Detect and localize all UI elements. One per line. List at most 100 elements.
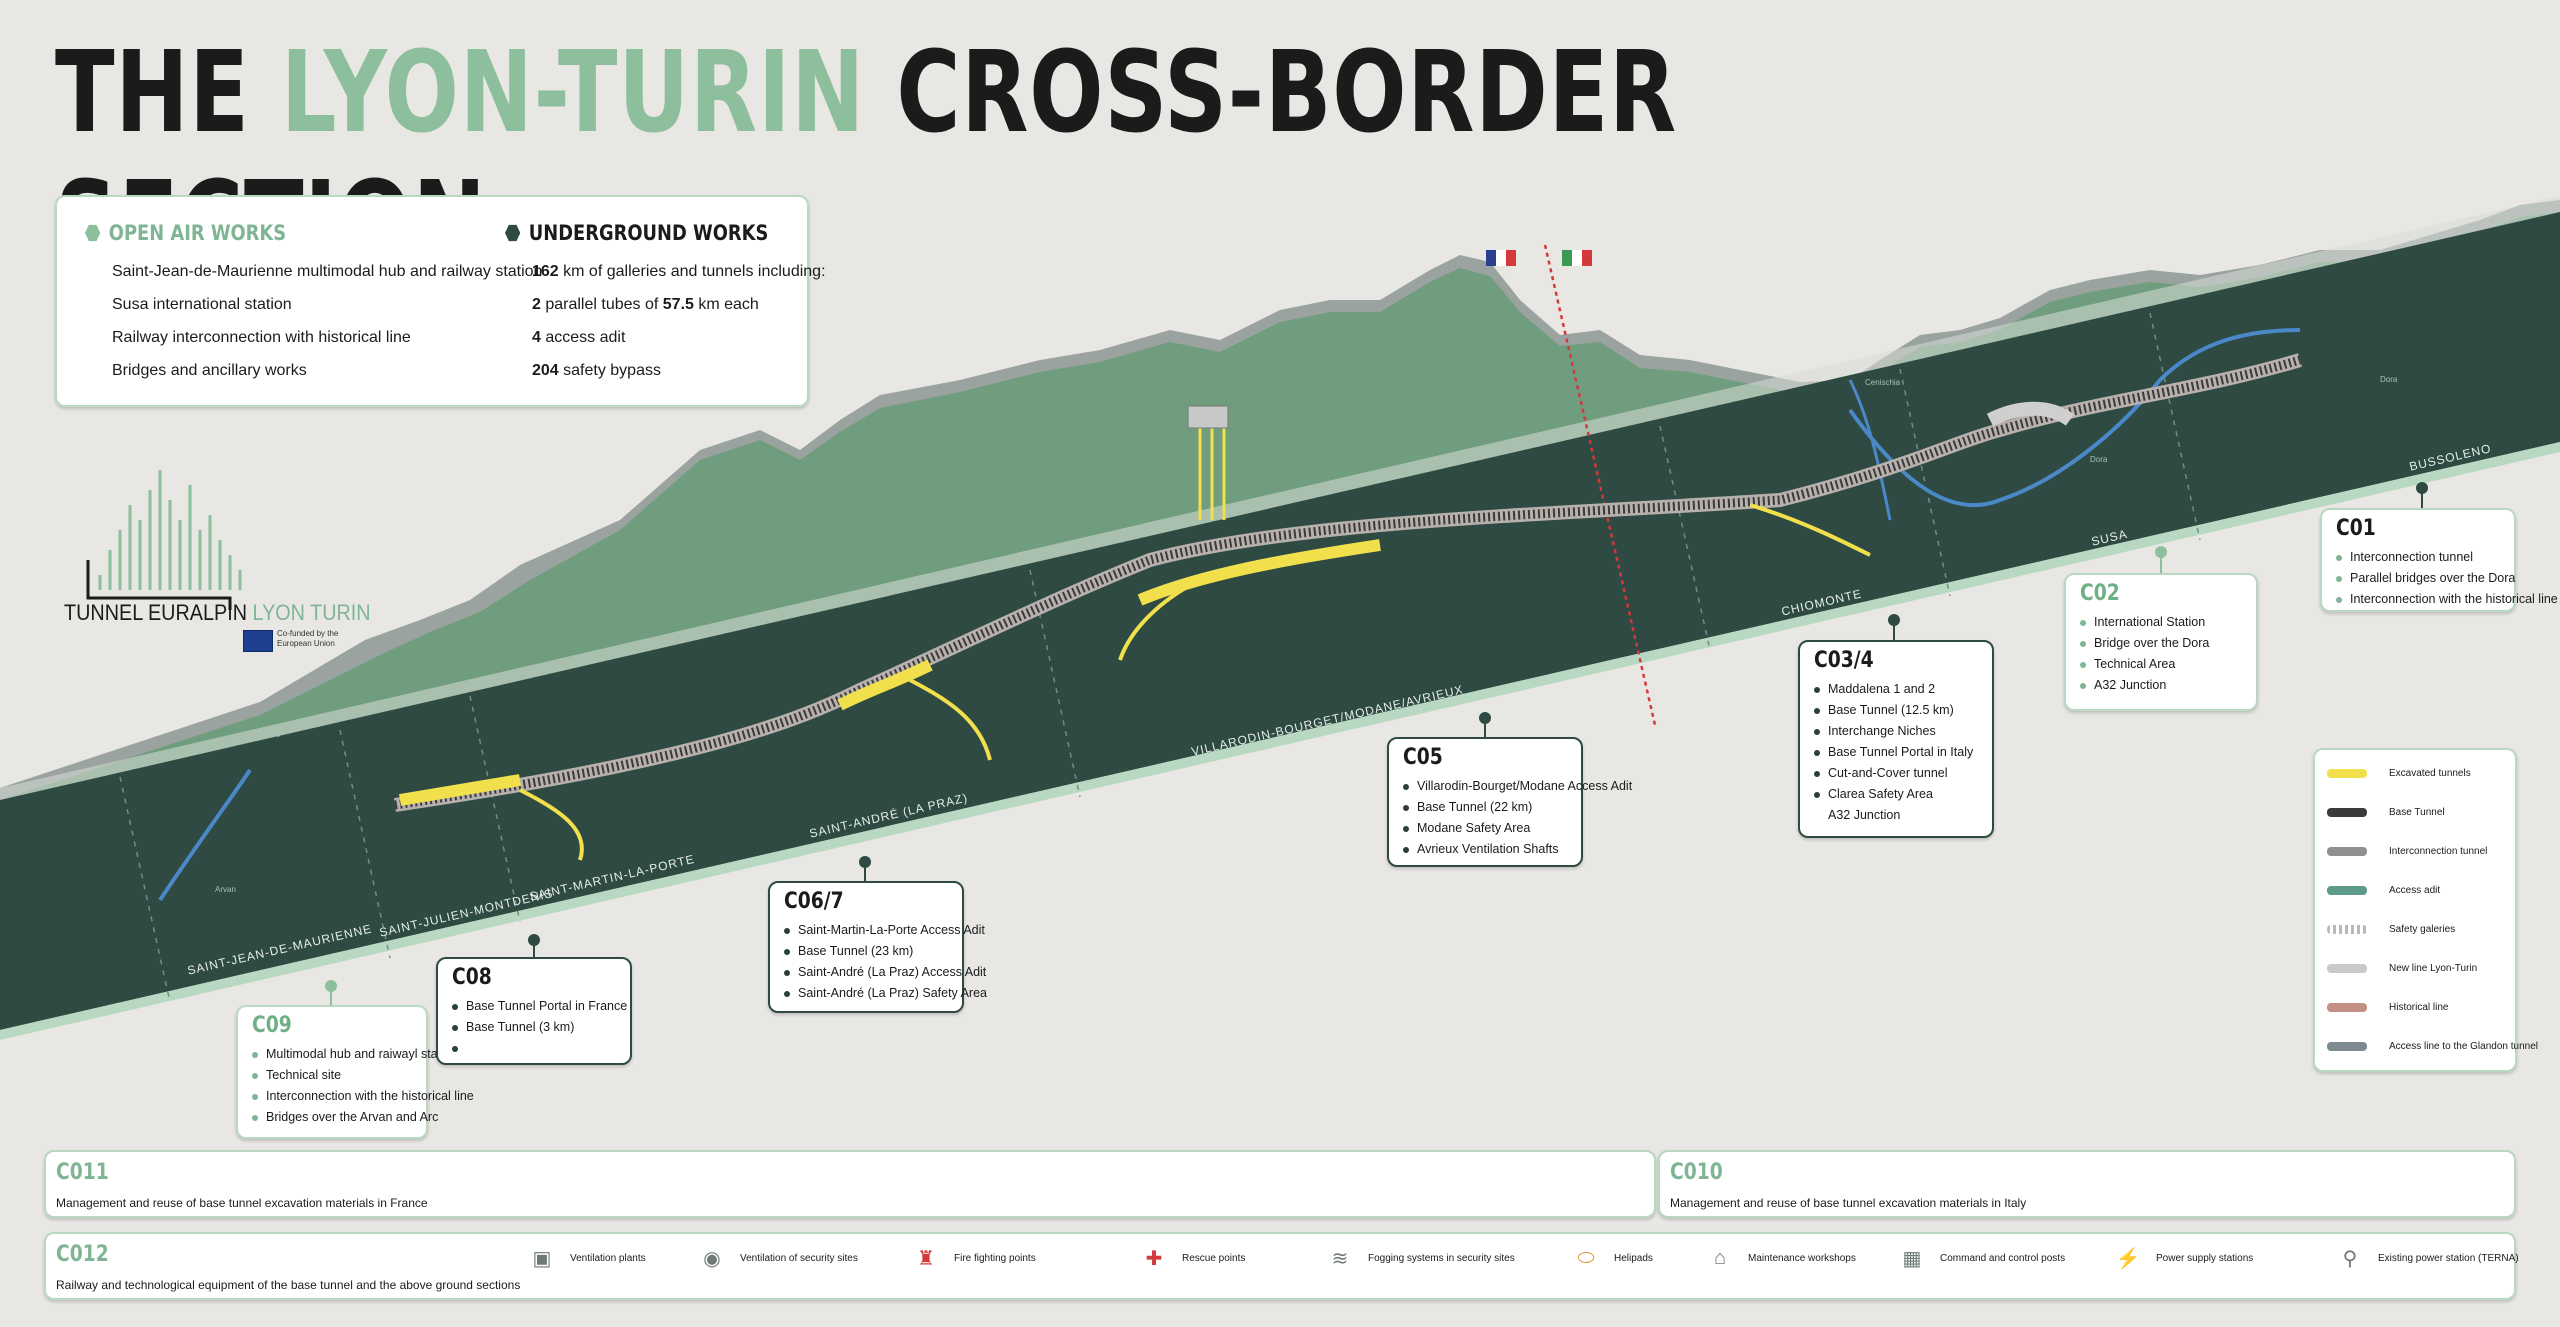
ventilation-shaft-top	[1187, 405, 1229, 429]
open-air-works: OPEN AIR WORKS Saint-Jean-de-Maurienne m…	[85, 221, 542, 387]
lot-item: Base Tunnel Portal in France	[452, 996, 630, 1017]
access-adit-maddalena	[1749, 503, 1871, 557]
lot-item: Bridge over the Dora	[2080, 633, 2256, 654]
equipment-item: ▦Command and control posts	[1898, 1244, 2066, 1272]
lot-stem	[533, 940, 535, 960]
lot-description: Railway and technological equipment of t…	[56, 1278, 521, 1292]
lot-item: Base Tunnel (23 km)	[784, 941, 962, 962]
lot-item: Saint-André (La Praz) Safety Area	[784, 983, 987, 1004]
access-adit-swatch	[2327, 886, 2367, 895]
lot-code: C010	[1670, 1160, 1723, 1185]
eu-flag-icon	[243, 630, 273, 652]
underground-item: 204 safety bypass	[532, 362, 661, 379]
excavated-tunnel-stjulien	[399, 774, 521, 806]
equipment-item: ✚Rescue points	[1140, 1244, 1246, 1272]
lot-c02: C02 International Station Bridge over th…	[2064, 573, 2258, 711]
access-adit-modane	[1118, 578, 1201, 661]
works-summary-box: OPEN AIR WORKS Saint-Jean-de-Maurienne m…	[55, 195, 826, 407]
open-air-item: Saint-Jean-de-Maurienne multimodal hub a…	[112, 263, 543, 280]
lot-marker-icon	[2155, 546, 2167, 558]
flag-italy-icon	[1562, 250, 1592, 266]
fan-icon: ▣	[532, 1247, 552, 1270]
territory-band	[0, 212, 2560, 1030]
susa-station	[1986, 401, 2075, 427]
logo-text-right: LYON TURIN	[252, 600, 371, 625]
eu-cofunded-note: Co-funded by the European Union	[277, 629, 339, 648]
open-air-item: Railway interconnection with historical …	[112, 329, 411, 346]
lot-item: Clarea Safety Area	[1814, 784, 1992, 805]
lot-code: C09	[252, 1013, 292, 1038]
lot-item: Base Tunnel Portal in Italy	[1814, 742, 1992, 763]
glandon-access-swatch	[2327, 1042, 2367, 1051]
river-cenischia	[1848, 379, 1892, 521]
lot-c012: C012 Railway and technological equipment…	[44, 1232, 2516, 1300]
lot-stem	[864, 862, 866, 884]
lot-c05: C05 Villarodin-Bourget/Modane Access Adi…	[1387, 737, 1632, 867]
lot-item: Parallel bridges over the Dora	[2336, 568, 2515, 589]
lot-marker-icon	[528, 934, 540, 946]
access-adit-lapraz	[899, 673, 992, 761]
map-label-arc: Arc	[268, 730, 280, 739]
excavated-tunnel-modane	[1137, 539, 1381, 606]
workshop-icon: ⌂	[1713, 1246, 1727, 1269]
lot-c03-4: C03/4 Maddalena 1 and 2 Base Tunnel (12.…	[1798, 640, 1994, 838]
power-supply-icon: ⚡	[2115, 1247, 2141, 1270]
title-accent: LYON-TURIN	[280, 28, 866, 158]
equipment-item: ≋Fogging systems in security sites	[1326, 1244, 1515, 1272]
lot-item: Base Tunnel (3 km)	[452, 1017, 630, 1038]
lot-code: C06/7	[784, 889, 844, 914]
rescue-icon: ✚	[1145, 1247, 1163, 1270]
power-pylon-icon: ⚲	[2342, 1247, 2358, 1270]
lot-item: Bridges over the Arvan and Arc	[252, 1107, 438, 1128]
lot-item: Interconnection with the historical line	[252, 1086, 474, 1107]
legend-item: Historical line	[2327, 1002, 2448, 1013]
lot-description: Management and reuse of base tunnel exca…	[1670, 1196, 2027, 1210]
lot-code: C012	[56, 1242, 109, 1267]
france-italy-border	[1543, 244, 1657, 726]
hexagon-icon	[85, 224, 101, 242]
legend-item: New line Lyon-Turin	[2327, 963, 2477, 974]
band-edge	[0, 442, 2560, 1040]
lot-code: C03/4	[1814, 648, 1874, 673]
lot-item: Interconnection with the historical line	[2336, 589, 2558, 610]
lot-code: C01	[2336, 516, 2376, 541]
lot-c011: C011 Management and reuse of base tunnel…	[44, 1150, 1656, 1218]
new-line-swatch	[2327, 964, 2367, 973]
equipment-item: ⚡Power supply stations	[2114, 1244, 2254, 1272]
lot-stem	[1484, 718, 1486, 740]
lot-item: Maddalena 1 and 2	[1814, 679, 1992, 700]
equipment-item: ⚲Existing power station (TERNA)	[2336, 1244, 2519, 1272]
lot-code: C02	[2080, 581, 2120, 606]
lot-item: Avrieux Ventilation Shafts	[1403, 839, 1581, 860]
map-label-cenischia: Cenischia	[1865, 378, 1901, 387]
lot-c06-7: C06/7 Saint-Martin-La-Porte Access Adit …	[768, 881, 987, 1013]
lot-item: International Station	[2080, 612, 2256, 633]
ventilation-icon: ◉	[703, 1247, 721, 1270]
equipment-item: ◉Ventilation of security sites	[698, 1244, 858, 1272]
legend-item: Access line to the Glandon tunnel	[2327, 1041, 2538, 1052]
lot-item: Base Tunnel (22 km)	[1403, 797, 1581, 818]
base-tunnel-swatch	[2327, 808, 2367, 817]
map-label-arvan: Arvan	[215, 885, 236, 894]
lot-code: C011	[56, 1160, 109, 1185]
lot-code: C05	[1403, 745, 1443, 770]
logo-wordmark: TUNNEL EURALPIN LYON TURIN	[64, 600, 371, 626]
lot-marker-icon	[1888, 614, 1900, 626]
lot-c01: C01 Interconnection tunnel Parallel brid…	[2320, 508, 2558, 612]
lot-item: Cut-and-Cover tunnel	[1814, 763, 1992, 784]
equipment-item: ⬭Helipads	[1572, 1244, 1652, 1272]
map-label-dora: Dora	[2090, 455, 2108, 464]
lot-c09: C09 Multimodal hub and raiwayl station T…	[236, 1005, 474, 1139]
legend-item: Excavated tunnels	[2327, 768, 2471, 779]
flag-france-icon	[1486, 250, 1516, 266]
lot-marker-icon	[859, 856, 871, 868]
interconnection-tunnel-swatch	[2327, 847, 2367, 856]
logo-text-left: TUNNEL EURALPIN	[64, 600, 248, 625]
lot-item: Saint-Martin-La-Porte Access Adit	[784, 920, 985, 941]
historical-line-swatch	[2327, 1003, 2367, 1012]
line-type-legend: Excavated tunnels Base Tunnel Interconne…	[2313, 748, 2538, 1072]
lot-item: Interconnection tunnel	[2336, 547, 2514, 568]
equipment-item: ▣Ventilation plants	[528, 1244, 646, 1272]
river-arc	[158, 768, 252, 902]
